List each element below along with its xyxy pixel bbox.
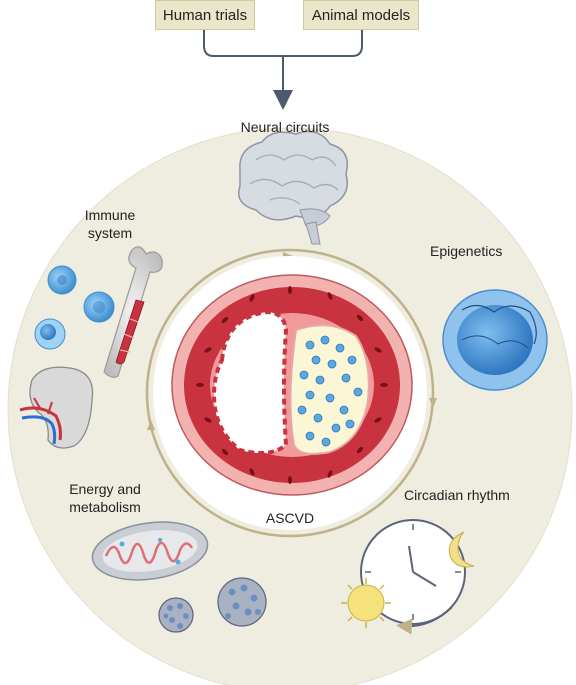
energy-metabolism-label: Energy and metabolism <box>50 480 160 516</box>
immune-label-line1: Immune <box>84 207 136 223</box>
human-trials-box: Human trials <box>155 0 255 30</box>
immune-label-line2: system <box>87 225 133 241</box>
cycle-arrow-right <box>429 398 437 408</box>
animal-models-label: Animal models <box>311 6 411 24</box>
bone-marrow-icon <box>103 246 163 378</box>
cycle-ring <box>145 248 435 538</box>
cycle-arrow-left <box>147 420 155 430</box>
source-connector <box>203 30 363 110</box>
mitochondrion-icon <box>91 521 209 581</box>
animal-models-box: Animal models <box>303 0 419 30</box>
artery-cross-section-icon <box>171 274 413 496</box>
energy-label-line2: metabolism <box>69 499 141 515</box>
moon-icon <box>448 531 475 568</box>
immune-cell-icon <box>34 265 115 350</box>
ascvd-label: ASCVD <box>265 510 315 526</box>
sun-icon <box>341 578 391 628</box>
immune-system-label: Immune system <box>70 206 150 242</box>
epigenetics-label: Epigenetics <box>430 243 503 259</box>
lipid-droplet-icon <box>158 577 267 633</box>
circadian-rhythm-label: Circadian rhythm <box>404 487 510 503</box>
human-trials-label: Human trials <box>162 6 248 24</box>
spleen-icon <box>19 366 94 449</box>
neural-circuits-label: Neural circuits <box>240 119 330 135</box>
energy-label-line1: Energy and <box>69 481 141 497</box>
epigenetic-cell-icon <box>442 289 548 391</box>
brain-icon <box>238 130 348 245</box>
clock-icon <box>360 519 466 635</box>
plaque-cells <box>297 335 363 447</box>
